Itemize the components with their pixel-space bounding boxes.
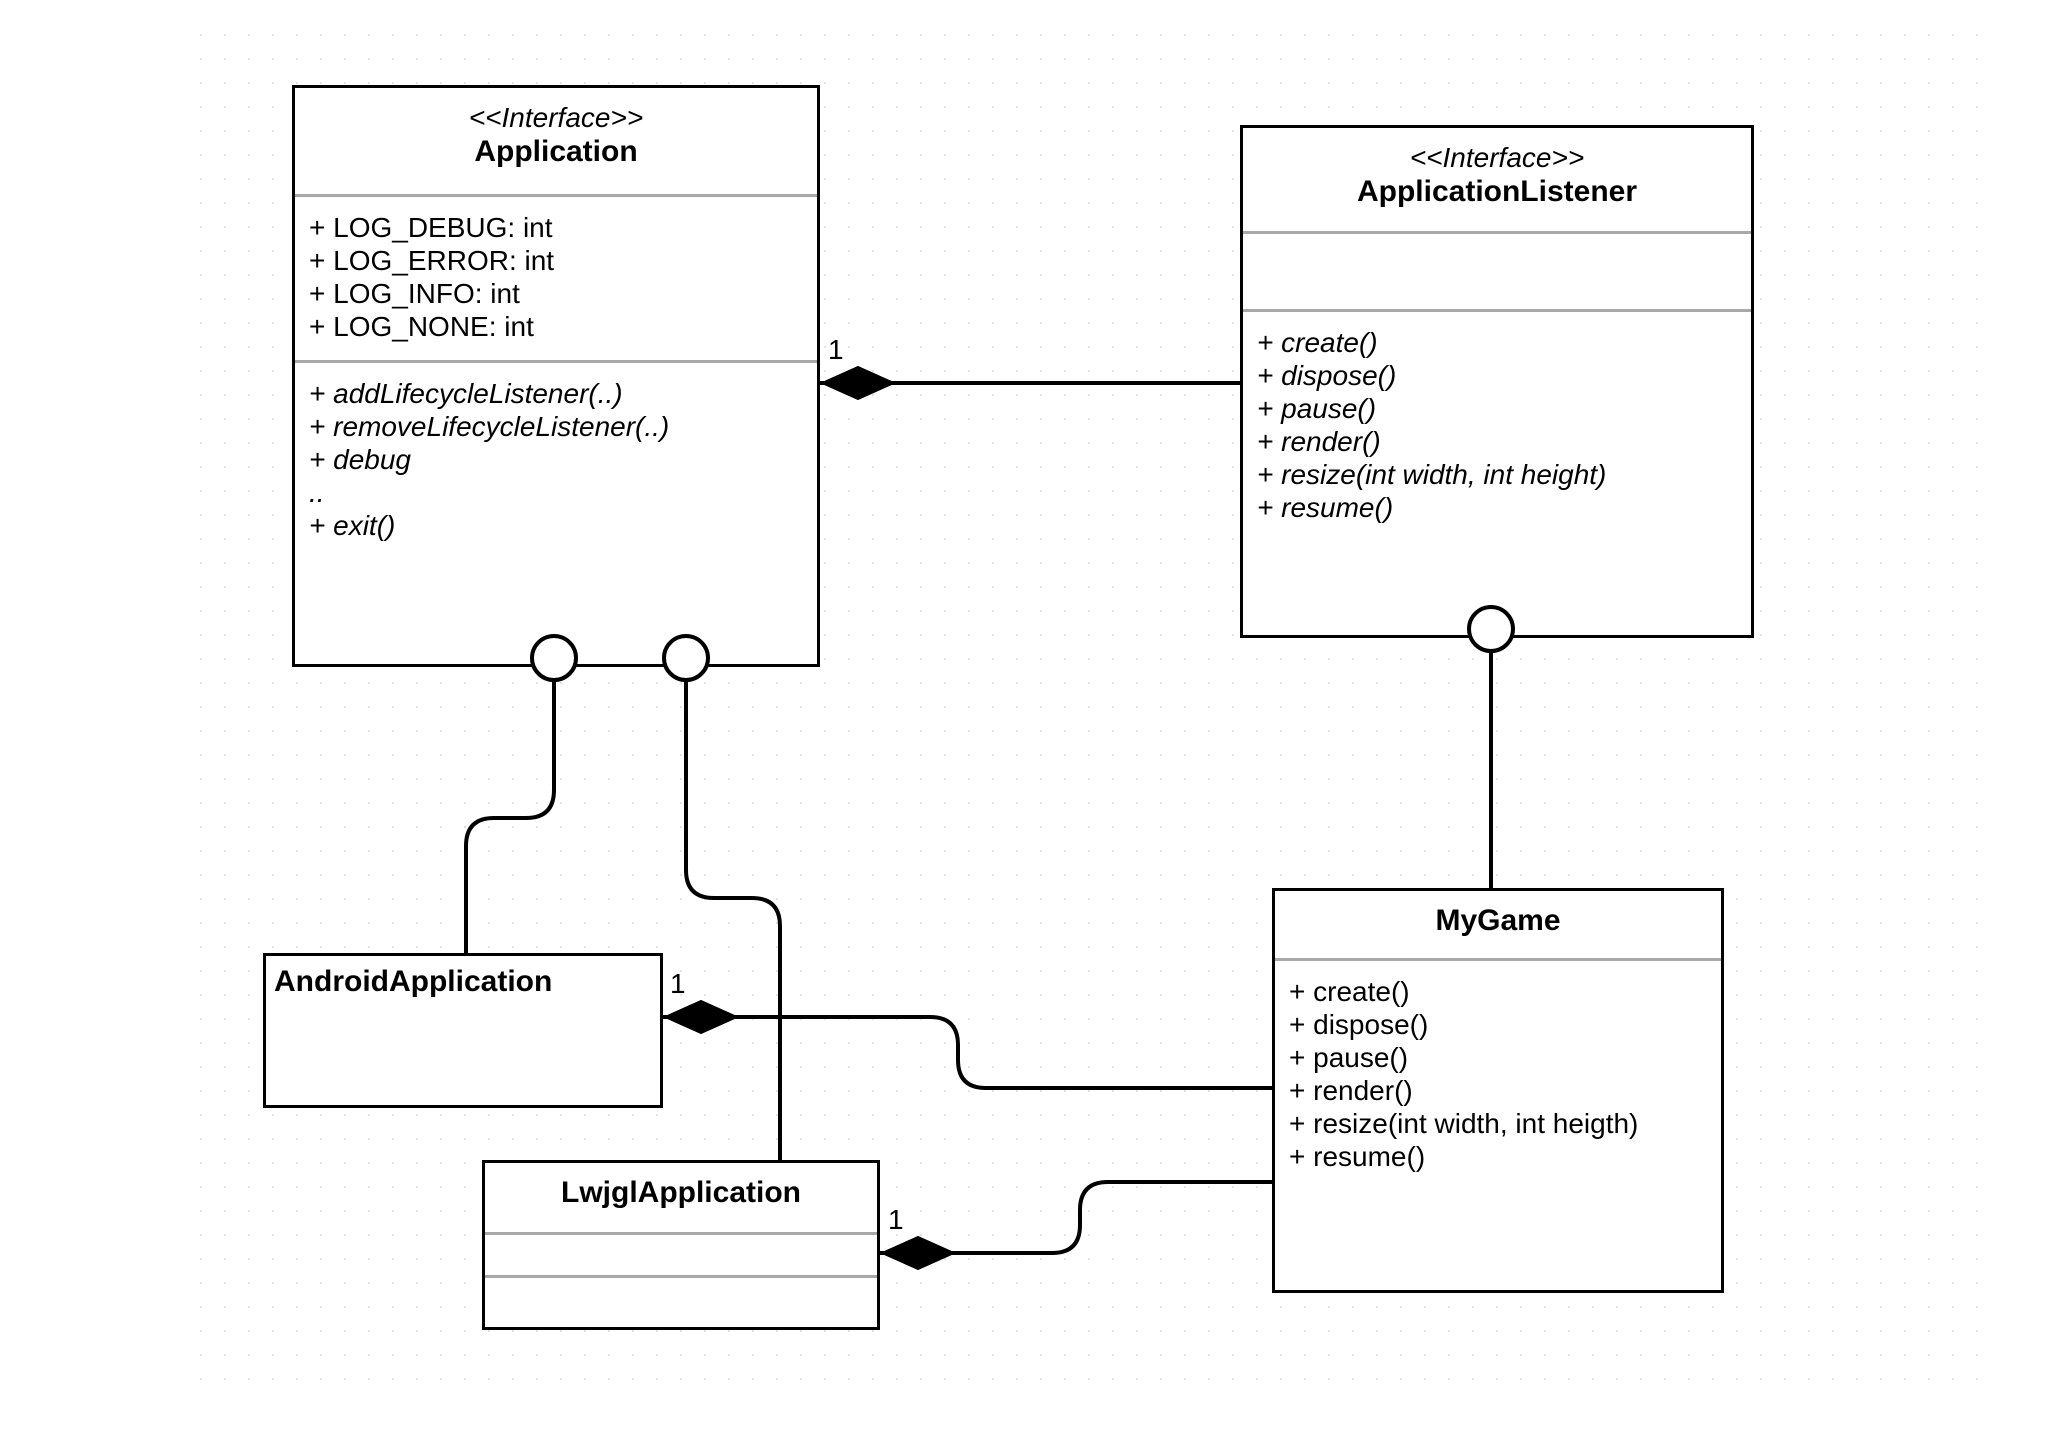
operation-item: + addLifecycleListener(..) — [309, 378, 623, 409]
class-header-application: <<Interface>> Application — [295, 88, 817, 194]
class-name-lwjgl-application: LwjglApplication — [561, 1176, 801, 1209]
operation-item: + dispose() — [1257, 360, 1397, 392]
lollipop-circle-androidapplication-overlay — [530, 634, 578, 682]
operation-item: + render() — [1257, 426, 1381, 458]
operation-item: + resize(int width, int heigth) — [1289, 1108, 1639, 1140]
operation-item: + exit() — [309, 510, 396, 542]
connector-line — [880, 1180, 1272, 1255]
class-header-my-game: MyGame — [1275, 891, 1721, 958]
class-attributes-lwjgl-application — [485, 1232, 877, 1275]
multiplicity-label-application: 1 — [828, 334, 844, 365]
operation-list-my-game: + create() + dispose() + pause() + rende… — [1275, 961, 1721, 1187]
class-name-application: Application — [474, 135, 638, 169]
operation-item: + render() — [1289, 1075, 1413, 1107]
composition-diamond-androidapplication-overlay — [663, 1000, 739, 1034]
composition-diamond-lwjglapplication-overlay — [880, 1236, 956, 1270]
connector-line — [684, 667, 782, 1160]
connector-line — [663, 1015, 1272, 1090]
operation-item: + create() — [1289, 976, 1410, 1007]
operation-list-application: + addLifecycleListener(..) + removeLifec… — [295, 363, 817, 556]
class-attributes-application: + LOG_DEBUG: int + LOG_ERROR: int + LOG_… — [295, 194, 817, 360]
operation-item: + create() — [1257, 327, 1378, 358]
attribute-item: + LOG_INFO: int — [309, 278, 520, 310]
connector-line — [464, 667, 556, 953]
class-header-android-application: AndroidApplication — [266, 956, 660, 1105]
lollipop-circle-mygame-overlay — [1467, 605, 1515, 653]
multiplicity-label-android-application: 1 — [670, 968, 686, 999]
operation-item: + pause() — [1289, 1042, 1409, 1074]
attribute-list-application: + LOG_DEBUG: int + LOG_ERROR: int + LOG_… — [295, 197, 817, 357]
class-box-lwjgl-application[interactable]: LwjglApplication — [482, 1160, 880, 1330]
operation-item: + resume() — [1257, 492, 1394, 524]
class-header-application-listener: <<Interface>> ApplicationListener — [1243, 128, 1751, 231]
class-header-lwjgl-application: LwjglApplication — [485, 1163, 877, 1232]
class-box-my-game[interactable]: MyGame + create() + dispose() + pause() … — [1272, 888, 1724, 1293]
class-name-android-application: AndroidApplication — [274, 965, 553, 998]
operation-item: + removeLifecycleListener(..) — [309, 411, 670, 443]
operation-item: + resize(int width, int height) — [1257, 459, 1607, 491]
class-operations-lwjgl-application — [485, 1275, 877, 1327]
class-operations-application: + addLifecycleListener(..) + removeLifec… — [295, 360, 817, 664]
class-name-application-listener: ApplicationListener — [1356, 175, 1638, 209]
lollipop-circle-lwjglapplication-overlay — [662, 634, 710, 682]
class-operations-my-game: + create() + dispose() + pause() + rende… — [1275, 958, 1721, 1293]
attribute-item: + LOG_NONE: int — [309, 311, 534, 343]
class-stereotype-application: <<Interface>> — [468, 102, 644, 133]
class-box-android-application[interactable]: AndroidApplication — [263, 953, 663, 1108]
class-box-application-listener[interactable]: <<Interface>> ApplicationListener + crea… — [1240, 125, 1754, 638]
operation-item: + dispose() — [1289, 1009, 1429, 1041]
operation-item: + debug — [309, 444, 411, 476]
attribute-item: + LOG_ERROR: int — [309, 245, 555, 277]
attribute-item: + LOG_DEBUG: int — [309, 212, 553, 243]
class-box-application[interactable]: <<Interface>> Application + LOG_DEBUG: i… — [292, 85, 820, 667]
operation-item: + pause() — [1257, 393, 1377, 425]
operation-item: + resume() — [1289, 1141, 1426, 1173]
class-operations-application-listener: + create() + dispose() + pause() + rende… — [1243, 309, 1751, 635]
class-attributes-application-listener — [1243, 231, 1751, 309]
class-stereotype-application-listener: <<Interface>> — [1409, 142, 1585, 173]
composition-diamond-application-overlay — [820, 366, 896, 400]
operation-item: .. — [309, 477, 325, 509]
class-name-my-game: MyGame — [1435, 904, 1561, 937]
operation-list-application-listener: + create() + dispose() + pause() + rende… — [1243, 312, 1751, 538]
multiplicity-label-lwjgl-application: 1 — [888, 1204, 904, 1235]
